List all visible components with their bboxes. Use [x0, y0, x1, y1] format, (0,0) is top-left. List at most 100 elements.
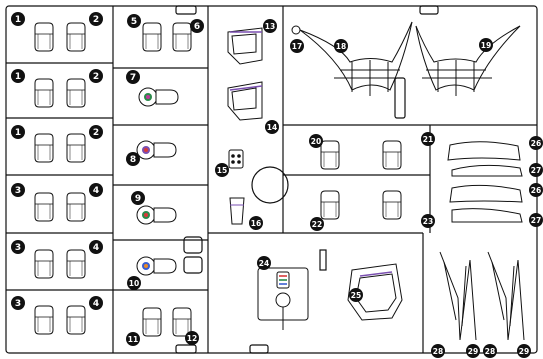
badge-circle	[249, 216, 263, 230]
badge-circle	[529, 136, 543, 150]
part-badge-b28b: 28	[483, 344, 497, 358]
part-badge-b8: 8	[126, 152, 140, 166]
badge-number: 4	[93, 299, 99, 309]
part-badge-b11: 11	[126, 332, 140, 346]
badge-circle	[126, 332, 140, 346]
badge-number: 15	[217, 166, 227, 175]
badge-number: 12	[187, 334, 197, 343]
badge-circle	[466, 344, 480, 358]
badge-circle	[126, 70, 140, 84]
badge-number: 17	[292, 42, 302, 51]
badge-circle	[89, 12, 103, 26]
part-badge-b18: 18	[334, 39, 348, 53]
part-badge-b6: 6	[190, 19, 204, 33]
badge-circle	[479, 38, 493, 52]
badge-number: 28	[433, 347, 443, 356]
badge-circle	[89, 240, 103, 254]
badge-number: 13	[265, 22, 275, 31]
badge-number: 2	[93, 72, 99, 82]
part-badge-b15: 15	[215, 163, 229, 177]
badge-circle	[89, 183, 103, 197]
badge-number: 16	[251, 219, 261, 228]
torso-parts	[227, 25, 301, 225]
badge-circle	[126, 152, 140, 166]
runner-frame	[5, 5, 538, 354]
badge-circle	[185, 331, 199, 345]
badge-number: 28	[485, 347, 495, 356]
badge-number: 27	[531, 166, 541, 175]
badge-number: 1	[15, 72, 21, 82]
badge-number: 14	[267, 123, 277, 132]
part-badge-b23: 23	[421, 214, 435, 228]
badge-number: 19	[481, 41, 491, 50]
badge-circle	[127, 276, 141, 290]
part-badge-b3b: 3	[11, 240, 25, 254]
part-badge-b20: 20	[309, 134, 323, 148]
part-badge-b12: 12	[185, 331, 199, 345]
part-badge-b16: 16	[249, 216, 263, 230]
part-badge-b27b: 27	[529, 213, 543, 227]
badge-number: 25	[351, 291, 361, 300]
badge-circle	[349, 288, 363, 302]
badge-circle	[89, 125, 103, 139]
part-badge-b4a: 4	[89, 183, 103, 197]
badge-circle	[11, 12, 25, 26]
badge-circle	[190, 19, 204, 33]
badge-number: 9	[135, 194, 141, 204]
part-badge-b3c: 3	[11, 296, 25, 310]
badge-circle	[11, 296, 25, 310]
badge-number: 6	[194, 22, 200, 32]
badge-circle	[265, 120, 279, 134]
badge-number: 29	[468, 347, 478, 356]
badge-number: 7	[130, 73, 136, 83]
badge-number: 3	[15, 299, 21, 309]
part-badge-b2c: 2	[89, 125, 103, 139]
part-badge-b9: 9	[131, 191, 145, 205]
badge-circle	[529, 183, 543, 197]
badge-number: 29	[519, 347, 529, 356]
badge-circle	[89, 296, 103, 310]
badge-circle	[257, 256, 271, 270]
part-badge-b17: 17	[290, 39, 304, 53]
part-badge-b25: 25	[349, 288, 363, 302]
badge-circle	[517, 344, 531, 358]
backpack-part	[257, 263, 403, 330]
part-badge-b28a: 28	[431, 344, 445, 358]
badge-number: 5	[131, 17, 137, 27]
badge-number: 8	[130, 155, 136, 165]
badge-circle	[421, 214, 435, 228]
badge-circle	[11, 125, 25, 139]
part-badge-b1c: 1	[11, 125, 25, 139]
badge-number: 21	[423, 135, 433, 144]
badge-number: 26	[531, 139, 541, 148]
badge-number: 2	[93, 128, 99, 138]
badge-number: 1	[15, 15, 21, 25]
part-badge-b1a: 1	[11, 12, 25, 26]
part-badge-b26a: 26	[529, 136, 543, 150]
side-joints	[136, 87, 179, 276]
badge-number: 11	[128, 335, 138, 344]
badge-number: 1	[15, 128, 21, 138]
badge-number: 3	[15, 186, 21, 196]
part-badge-b29b: 29	[517, 344, 531, 358]
badge-number: 24	[259, 259, 269, 268]
badge-number: 2	[93, 15, 99, 25]
badge-number: 10	[129, 279, 139, 288]
part-badge-b4b: 4	[89, 240, 103, 254]
badge-circle	[529, 213, 543, 227]
part-badge-b26b: 26	[529, 183, 543, 197]
part-badge-b1b: 1	[11, 69, 25, 83]
badge-circle	[483, 344, 497, 358]
badge-number: 26	[531, 186, 541, 195]
badge-circle	[11, 69, 25, 83]
badge-circle	[263, 19, 277, 33]
badge-circle	[127, 14, 141, 28]
badge-circle	[310, 217, 324, 231]
part-badge-b29a: 29	[466, 344, 480, 358]
feet-parts	[439, 251, 525, 341]
badge-circle	[421, 132, 435, 146]
part-badge-b3a: 3	[11, 183, 25, 197]
badge-number: 22	[312, 220, 322, 229]
